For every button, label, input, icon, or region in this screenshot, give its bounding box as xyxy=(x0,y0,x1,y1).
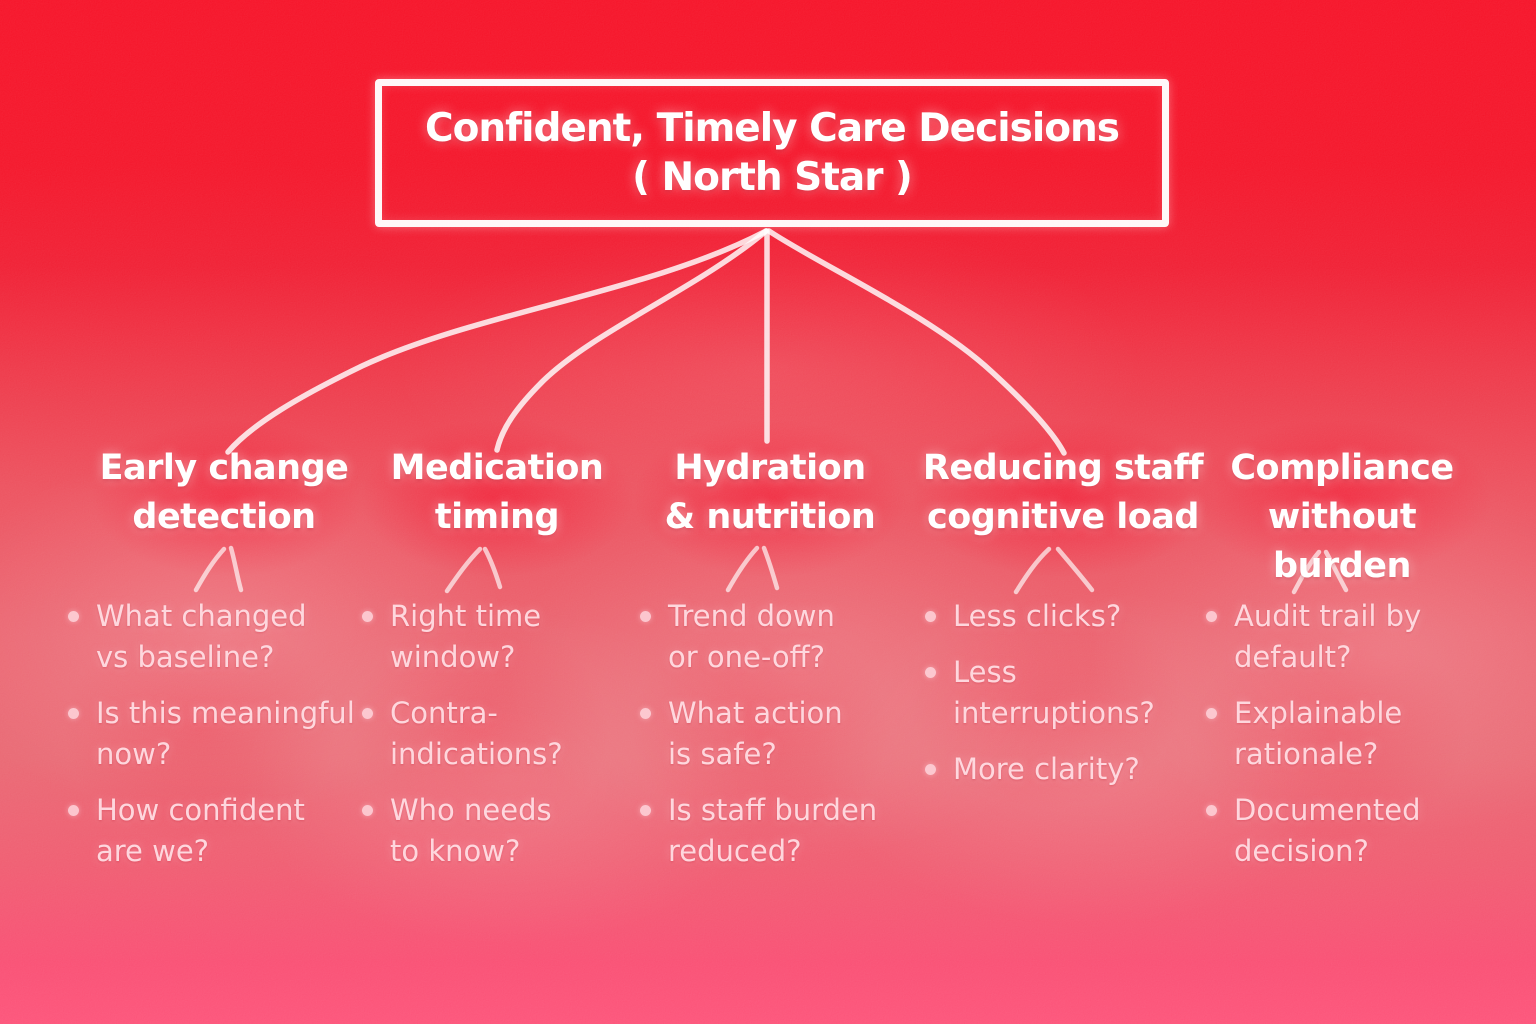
bullet-text: Right time window? xyxy=(390,599,542,674)
branch-heading: Early change detection xyxy=(99,448,349,537)
bullet-item: Contra- indications? xyxy=(360,693,642,775)
bullet-dot-icon xyxy=(640,708,651,719)
bullet-dot-icon xyxy=(362,805,373,816)
bullet-text: Trend down or one-off? xyxy=(668,599,835,674)
bullet-dot-icon xyxy=(362,708,373,719)
bullet-text: Audit trail by default? xyxy=(1234,599,1422,674)
bullet-text: Documented decision? xyxy=(1234,793,1421,868)
bullet-text: Less clicks? xyxy=(953,599,1122,633)
bullet-item: How confident are we? xyxy=(66,790,390,872)
bullet-text: What action is safe? xyxy=(668,696,843,771)
bullet-text: Contra- indications? xyxy=(390,696,563,771)
branch-compliance-without-burden: Compliance without burden Audit trail by… xyxy=(1196,440,1488,900)
bullet-text: Less interruptions? xyxy=(953,655,1155,730)
bullet-dot-icon xyxy=(68,805,79,816)
branch-hydration-nutrition: Hydration & nutrition Trend down or one-… xyxy=(630,440,910,900)
north-star-box: Confident, Timely Care Decisions ( North… xyxy=(375,79,1169,227)
bullet-dot-icon xyxy=(1206,805,1217,816)
bullet-item: Less clicks? xyxy=(923,596,1211,637)
bullet-item: Explainable rationale? xyxy=(1204,693,1488,775)
bullet-dot-icon xyxy=(362,611,373,622)
bullet-text: More clarity? xyxy=(953,752,1140,786)
bullet-dot-icon xyxy=(925,667,936,678)
bullet-list: Audit trail by default? Explainable rati… xyxy=(1204,596,1488,887)
connector-medication-line xyxy=(494,228,769,453)
bullet-text: Explainable rationale? xyxy=(1234,696,1403,771)
bullet-item: Is this meaningful now? xyxy=(66,693,390,775)
branch-early-change-detection: Early change detection What changed vs b… xyxy=(58,440,390,900)
bullet-item: Audit trail by default? xyxy=(1204,596,1488,678)
bullet-dot-icon xyxy=(1206,611,1217,622)
branch-heading: Medication timing xyxy=(390,448,604,537)
north-star-title: Confident, Timely Care Decisions xyxy=(425,106,1120,151)
bullet-item: Who needs to know? xyxy=(360,790,642,872)
bullet-dot-icon xyxy=(925,611,936,622)
north-star-subtitle: ( North Star ) xyxy=(632,155,913,200)
bullet-item: Right time window? xyxy=(360,596,642,678)
bullet-text: What changed vs baseline? xyxy=(96,599,307,674)
branch-heading: Reducing staff cognitive load xyxy=(922,448,1204,537)
bullet-item: What changed vs baseline? xyxy=(66,596,390,678)
bullet-item: Trend down or one-off? xyxy=(638,596,910,678)
bullet-text: Is this meaningful now? xyxy=(96,696,355,771)
bullet-item: Is staff burden reduced? xyxy=(638,790,910,872)
bullet-dot-icon xyxy=(68,611,79,622)
bullet-dot-icon xyxy=(68,708,79,719)
bullet-dot-icon xyxy=(925,764,936,775)
bullet-text: Who needs to know? xyxy=(390,793,552,868)
bullet-list: Trend down or one-off? What action is sa… xyxy=(638,596,910,887)
bullet-item: More clarity? xyxy=(923,749,1211,790)
bullet-list: Right time window? Contra- indications? … xyxy=(360,596,642,887)
bullet-text: Is staff burden reduced? xyxy=(668,793,878,868)
branch-heading: Hydration & nutrition xyxy=(664,448,876,537)
bullet-item: Less interruptions? xyxy=(923,652,1211,734)
branch-heading: Compliance without burden xyxy=(1230,448,1454,586)
bullet-list: Less clicks? Less interruptions? More cl… xyxy=(923,596,1211,805)
bullet-item: What action is safe? xyxy=(638,693,910,775)
bullet-dot-icon xyxy=(640,805,651,816)
bullet-text: How confident are we? xyxy=(96,793,305,868)
bullet-dot-icon xyxy=(640,611,651,622)
bullet-list: What changed vs baseline? Is this meanin… xyxy=(66,596,390,887)
branch-medication-timing: Medication timing Right time window? Con… xyxy=(352,440,642,900)
bullet-item: Documented decision? xyxy=(1204,790,1488,872)
connector-cognitive-load-line xyxy=(766,228,1067,456)
bullet-dot-icon xyxy=(1206,708,1217,719)
branch-reducing-cognitive-load: Reducing staff cognitive load Less click… xyxy=(915,440,1211,900)
connector-early-change-line xyxy=(225,228,769,455)
